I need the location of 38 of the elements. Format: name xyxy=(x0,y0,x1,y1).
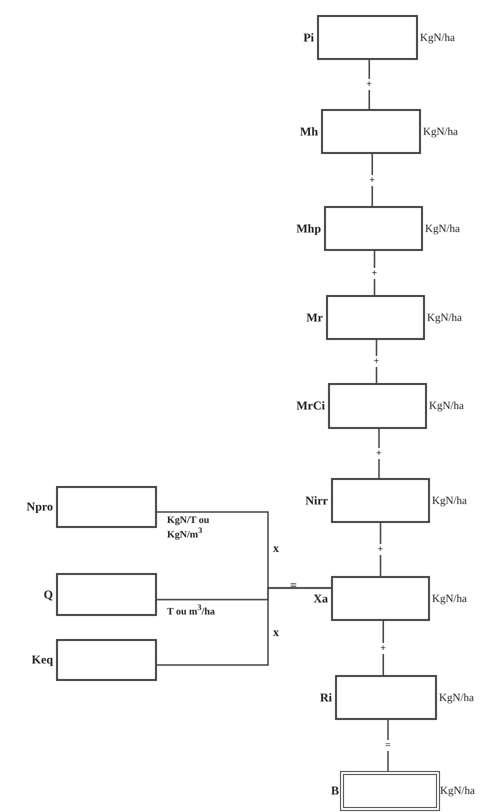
operator-label: = xyxy=(290,578,297,593)
edge-label: + xyxy=(380,642,386,654)
connector-line xyxy=(368,60,370,109)
unit-label: KgN/ha xyxy=(440,785,475,797)
edge-label: = xyxy=(385,740,391,751)
unit-label: KgN/ha xyxy=(427,312,462,324)
edge-label: + xyxy=(369,174,375,186)
variable-name: Keq xyxy=(32,652,53,668)
operator-label: x xyxy=(273,625,279,640)
variable-name: MrCi xyxy=(296,398,325,414)
connector-line xyxy=(376,340,378,383)
edge-label: + xyxy=(376,448,382,459)
edge-label: + xyxy=(378,544,384,555)
connector-line xyxy=(378,429,380,478)
variable-name: Nirr xyxy=(305,493,328,508)
variable-name: Xa xyxy=(313,591,328,606)
unit-label: KgN/ha xyxy=(425,222,460,234)
variable-name: Mr xyxy=(306,310,323,325)
unit-label: KgN/ha xyxy=(432,592,467,604)
connector-line xyxy=(372,154,373,206)
connector-line xyxy=(157,587,331,666)
operator-label: x xyxy=(273,541,279,556)
variable-name: Ri xyxy=(320,690,332,705)
unit-label: KgN/ha xyxy=(423,126,458,138)
variable-name: Mhp xyxy=(296,221,321,236)
edge-label: + xyxy=(366,79,372,90)
unit-label: KgN/ha xyxy=(420,32,455,44)
variable-name: Q xyxy=(44,587,53,602)
variable-name: Mh xyxy=(300,124,318,139)
unit-label: KgN/ha xyxy=(429,400,464,412)
variable-name: Npro xyxy=(26,500,53,514)
variable-name: Pi xyxy=(303,30,314,45)
unit-label: KgN/ha xyxy=(432,494,467,506)
edge-label: + xyxy=(372,268,378,278)
unit-label: KgN/ha xyxy=(439,692,474,704)
edge-label: + xyxy=(374,356,380,367)
connector-line xyxy=(387,720,389,771)
variable-name: B xyxy=(330,784,339,798)
